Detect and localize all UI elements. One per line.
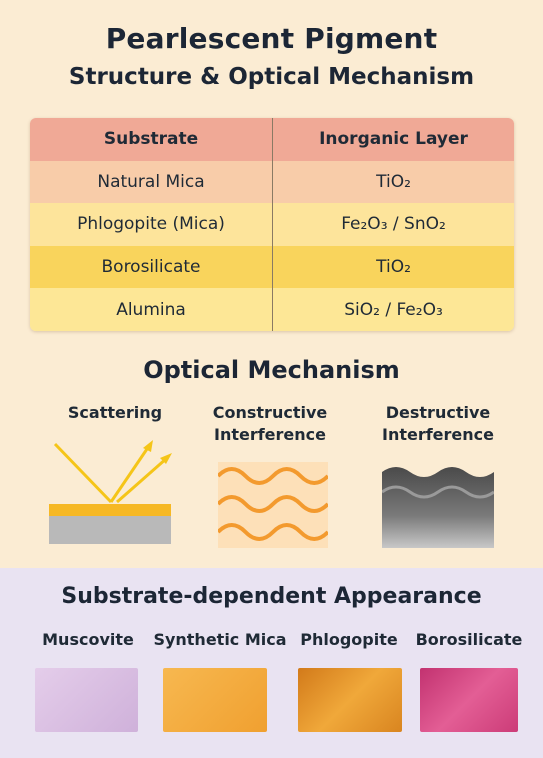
appearance-title: Substrate-dependent Appearance xyxy=(61,584,482,609)
swatch-synthetic-mica xyxy=(163,668,267,732)
page-title: Pearlescent Pigment xyxy=(105,22,438,55)
wave-line xyxy=(218,467,328,485)
swatch-borosilicate xyxy=(420,668,518,732)
cell-layer: TiO₂ xyxy=(272,245,514,289)
cell-substrate: Alumina xyxy=(116,299,186,320)
destructive-label-line2: Interference xyxy=(381,425,494,444)
swatch-phlogopite xyxy=(298,668,402,732)
optical-mechanism-title: Optical Mechanism xyxy=(143,356,400,384)
substrate-layer-table: Substrate Inorganic Layer Natural Mica T… xyxy=(30,118,514,331)
constructive-label-line1: Constructive xyxy=(212,403,328,422)
table-row: Natural Mica TiO₂ xyxy=(30,160,514,204)
cell-substrate: Borosilicate xyxy=(101,257,201,278)
substrate-layer xyxy=(49,516,171,544)
wave-line xyxy=(382,485,494,499)
table-row: Alumina SiO₂ / Fe₂O₃ xyxy=(30,288,514,331)
swatch-muscovite xyxy=(35,668,138,732)
table-row: Phlogopite (Mica) Fe₂O₃ / SnO₂ xyxy=(30,203,514,246)
constructive-interference-diagram xyxy=(218,462,328,548)
cell-layer: SiO₂ / Fe₂O₃ xyxy=(272,288,514,331)
destructive-interference-diagram xyxy=(382,467,494,548)
cell-layer: TiO₂ xyxy=(272,160,514,204)
wave-line xyxy=(218,495,328,513)
destructive-label-line1: Destructive xyxy=(385,403,491,422)
header-substrate: Substrate xyxy=(103,129,199,150)
scattering-label-line1: Scattering xyxy=(67,403,163,422)
cell-layer: Fe₂O₃ / SnO₂ xyxy=(272,203,514,246)
constructive-label-line2: Interference xyxy=(213,425,326,444)
swatch-label-phlogopite: Phlogopite xyxy=(300,630,398,649)
coating-layer xyxy=(49,504,171,516)
swatch-label-muscovite: Muscovite xyxy=(42,630,134,649)
header-inorganic-layer: Inorganic Layer xyxy=(272,118,514,161)
wave-line xyxy=(218,523,328,541)
constructive-interference-label: Constructive Interference xyxy=(195,402,345,446)
cell-substrate: Natural Mica xyxy=(97,171,205,192)
swatch-label-borosilicate: Borosilicate xyxy=(415,630,523,649)
dark-layer xyxy=(382,467,494,548)
reflected-arrow-2 xyxy=(116,453,172,504)
table-row: Borosilicate TiO₂ xyxy=(30,245,514,289)
page-subtitle: Structure & Optical Mechanism xyxy=(68,64,475,90)
scattering-label: Scattering xyxy=(40,402,190,424)
swatch-label-synthetic-mica: Synthetic Mica xyxy=(153,630,287,649)
scattering-diagram xyxy=(49,440,172,544)
cell-substrate: Phlogopite (Mica) xyxy=(77,214,225,235)
incident-arrow xyxy=(53,442,113,504)
destructive-interference-label: Destructive Interference xyxy=(363,402,513,446)
table-header-row: Substrate Inorganic Layer xyxy=(30,118,514,161)
reflected-arrow-1 xyxy=(109,440,153,503)
